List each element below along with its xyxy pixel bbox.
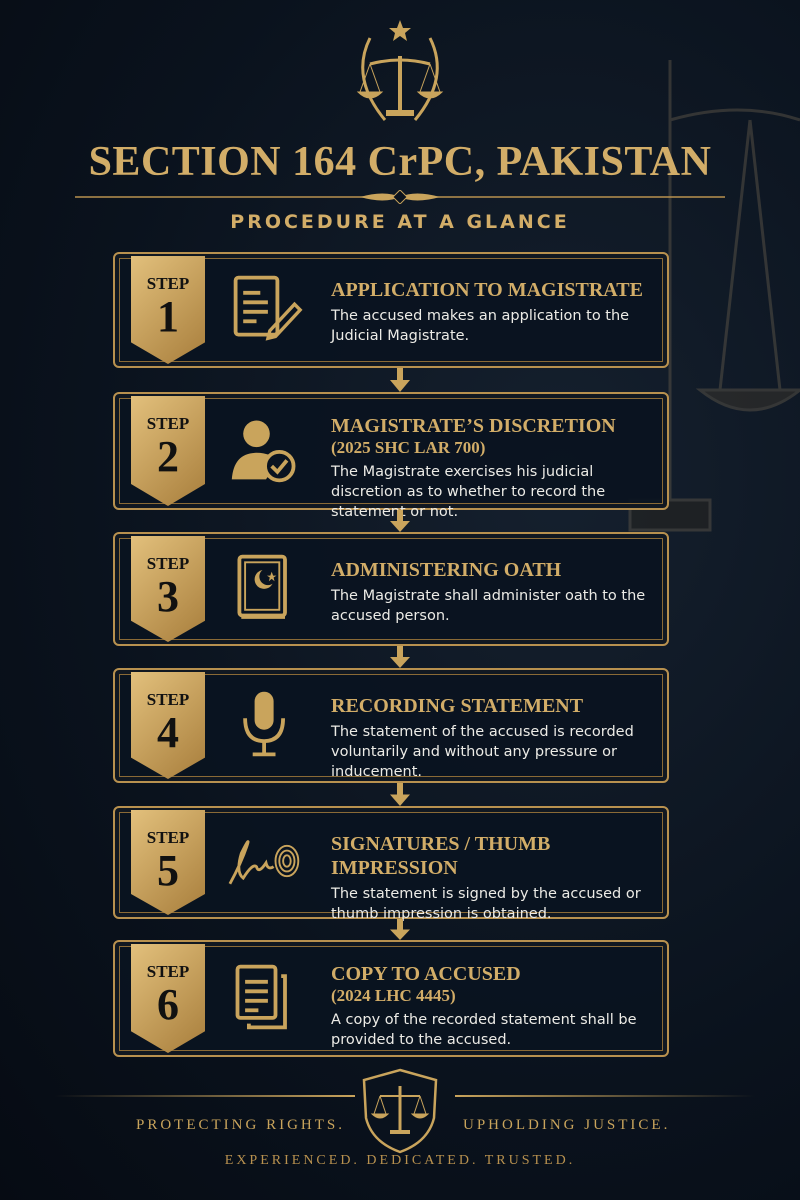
down-arrow-icon [390, 783, 410, 806]
ornamental-divider [75, 190, 725, 204]
footer-divider-left [55, 1095, 355, 1097]
step-citation: (2025 SHC LAR 700) [331, 438, 486, 457]
step-text: RECORDING STATEMENT The statement of the… [331, 694, 659, 782]
step-label: STEP [146, 690, 190, 709]
tagline-bottom: EXPERIENCED. DEDICATED. TRUSTED. [224, 1153, 576, 1168]
step-badge: STEP 6 [131, 944, 205, 1053]
step-label: STEP [146, 274, 190, 293]
step-number: 4 [157, 708, 179, 757]
person-check-icon [231, 420, 296, 483]
step-label: STEP [146, 554, 190, 573]
step-card-6: STEP 6 COPY TO ACCUSED (2024 LHC 4445) A… [113, 940, 669, 1057]
microphone-icon [243, 691, 285, 756]
tagline-right: UPHOLDING JUSTICE. [463, 1117, 671, 1133]
step-badge: STEP 1 [131, 256, 205, 364]
footer-divider-right [455, 1095, 755, 1097]
step-number: 3 [157, 572, 179, 621]
step-number: 6 [157, 980, 179, 1029]
step-text: MAGISTRATE’S DISCRETION (2025 SHC LAR 70… [331, 414, 659, 522]
step-text: SIGNATURES / THUMB IMPRESSION The statem… [331, 832, 659, 924]
document-pen-icon [233, 275, 303, 341]
page-subtitle: PROCEDURE AT A GLANCE [230, 211, 570, 233]
down-arrow-icon [390, 646, 410, 668]
step-description: The statement is signed by the accused o… [331, 886, 641, 922]
step-card-1: STEP 1 APPLICATION TO MAGISTRATE The acc… [113, 252, 669, 368]
step-badge: STEP 5 [131, 810, 205, 915]
documents-copy-icon [235, 964, 287, 1029]
step-title: ADMINISTERING OATH [331, 559, 562, 581]
step-number: 1 [157, 292, 179, 341]
down-arrow-icon [390, 919, 410, 940]
step-badge: STEP 3 [131, 536, 205, 642]
step-description: The accused makes an application to the … [331, 308, 630, 344]
step-description: The statement of the accused is recorded… [331, 724, 634, 780]
scales-of-justice-laurel-icon [356, 20, 444, 121]
step-text: APPLICATION TO MAGISTRATE The accused ma… [331, 278, 659, 346]
step-number: 2 [157, 432, 179, 481]
step-badge: STEP 2 [131, 396, 205, 506]
step-title: RECORDING STATEMENT [331, 695, 584, 717]
step-description: A copy of the recorded statement shall b… [331, 1012, 637, 1048]
shield-scales-icon [362, 1068, 438, 1154]
signature-fingerprint-icon [228, 839, 300, 884]
step-description: The Magistrate exercises his judicial di… [331, 464, 606, 520]
step-label: STEP [146, 828, 190, 847]
step-description: The Magistrate shall administer oath to … [331, 588, 646, 624]
step-title: SIGNATURES / THUMB IMPRESSION [331, 833, 551, 879]
step-citation: (2024 LHC 4445) [331, 986, 456, 1005]
step-card-3: STEP 3 ADMINISTERING OATH The Magistrate… [113, 532, 669, 646]
tagline-left: PROTECTING RIGHTS. [136, 1117, 346, 1133]
holy-book-icon [237, 554, 287, 619]
step-label: STEP [146, 962, 190, 981]
step-text: ADMINISTERING OATH The Magistrate shall … [331, 558, 659, 626]
step-card-5: STEP 5 SIGNATURES / THUMB IMPRESSION The… [113, 806, 669, 922]
step-title: APPLICATION TO MAGISTRATE [331, 279, 643, 301]
background-scales-image [628, 60, 800, 532]
step-card-2: STEP 2 MAGISTRATE’S DISCRETION (2025 SHC… [113, 392, 669, 520]
step-card-4: STEP 4 RECORDING STATEMENT The statement… [113, 668, 669, 783]
step-number: 5 [157, 846, 179, 895]
step-label: STEP [146, 414, 190, 433]
down-arrow-icon [390, 368, 410, 392]
step-badge: STEP 4 [131, 672, 205, 779]
page-title: SECTION 164 CrPC, PAKISTAN [88, 139, 712, 185]
step-title: COPY TO ACCUSED [331, 963, 521, 985]
down-arrow-icon [390, 510, 410, 532]
step-text: COPY TO ACCUSED (2024 LHC 4445) A copy o… [331, 962, 659, 1050]
step-title: MAGISTRATE’S DISCRETION [331, 415, 616, 437]
